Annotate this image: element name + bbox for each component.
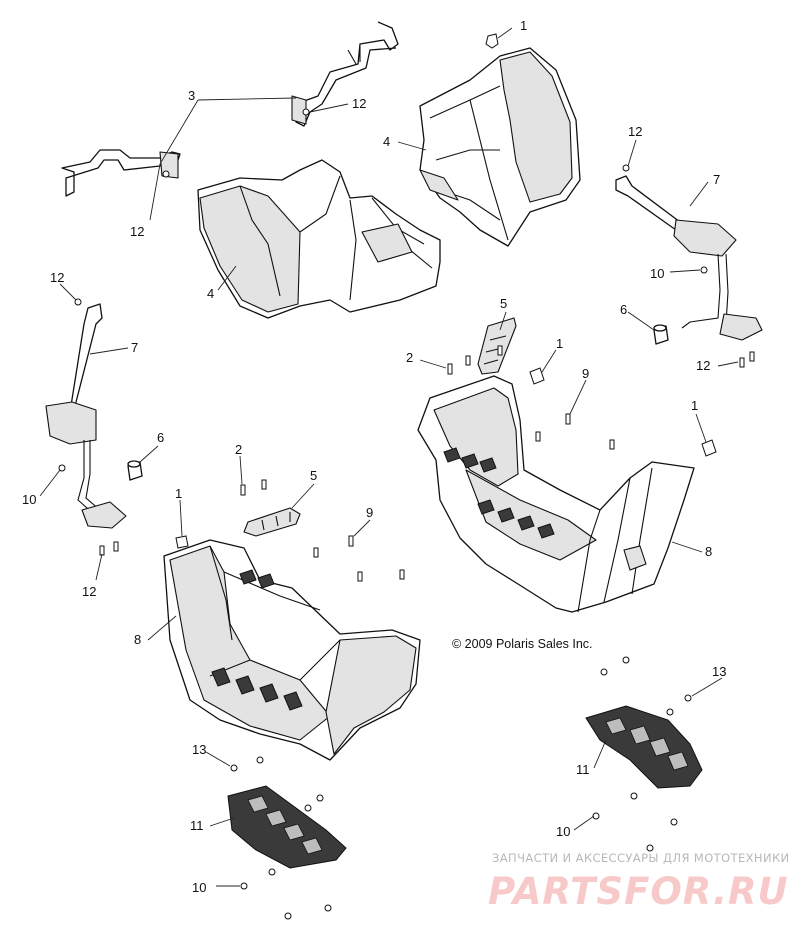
callout-2-lower: 2 xyxy=(235,442,242,457)
callout-5-upper: 5 xyxy=(500,296,507,311)
bolt-b xyxy=(609,439,615,450)
footplate-left xyxy=(227,785,347,869)
bushing-right xyxy=(653,324,669,345)
callout-7-left: 7 xyxy=(131,340,138,355)
bolt-12-right-low xyxy=(739,357,745,368)
clip-1-left xyxy=(175,535,189,549)
leader-lines xyxy=(39,27,739,887)
floorboard-right xyxy=(417,375,695,613)
callout-6-left: 6 xyxy=(157,430,164,445)
callout-12-left-top: 12 xyxy=(50,270,64,285)
clip-1-right xyxy=(701,439,717,457)
copyright-notice: © 2009 Polaris Sales Inc. xyxy=(452,637,593,651)
watermark-logo: PARTSFOR.RU xyxy=(488,870,789,913)
callout-12-bracket-a: 12 xyxy=(352,96,366,111)
nut-h xyxy=(230,764,238,772)
nut-k xyxy=(304,804,312,812)
callout-12-left-low: 12 xyxy=(82,584,96,599)
callout-4-right: 4 xyxy=(383,134,390,149)
nut-m xyxy=(324,904,332,912)
bushing-left xyxy=(127,460,143,481)
bolt-12-left-low xyxy=(99,545,105,556)
callout-10-left-lower: 10 xyxy=(192,880,206,895)
bolt-12-bracket-b xyxy=(162,170,170,178)
bolt-12-right-low2 xyxy=(749,351,755,362)
nut-10-left-lower xyxy=(240,882,248,890)
fasteners xyxy=(58,33,755,920)
nut-10-left xyxy=(58,464,66,472)
callout-10-right-upper: 10 xyxy=(650,266,664,281)
footrest-bar-right xyxy=(615,175,763,341)
callout-7-right: 7 xyxy=(713,172,720,187)
callout-9-lower: 9 xyxy=(366,505,373,520)
footrest-bar-left xyxy=(45,303,127,529)
floorboard-left xyxy=(163,539,421,761)
callout-10-right-lower: 10 xyxy=(556,824,570,839)
callout-3: 3 xyxy=(188,88,195,103)
nut-l xyxy=(268,868,276,876)
bolt-2-upper xyxy=(447,363,453,375)
nut-d xyxy=(666,708,674,716)
nut-i xyxy=(256,756,264,764)
bolt-2-lower xyxy=(240,484,246,496)
callout-8-left: 8 xyxy=(134,632,141,647)
bolt-g xyxy=(497,345,503,356)
bolt-12-bracket-a xyxy=(302,108,310,116)
footplate-right xyxy=(585,705,703,789)
callout-1-top: 1 xyxy=(520,18,527,33)
nut-10-right-upper xyxy=(700,266,708,274)
callout-12-bracket-b: 12 xyxy=(130,224,144,239)
nut-j xyxy=(316,794,324,802)
callout-1-mid: 1 xyxy=(556,336,563,351)
fender-front-left xyxy=(197,159,441,319)
callout-4-left: 4 xyxy=(207,286,214,301)
nut-b xyxy=(600,668,608,676)
footpeg-pad-lower xyxy=(243,507,301,537)
nut-f xyxy=(646,844,654,852)
nut-n xyxy=(284,912,292,920)
callout-11-left: 11 xyxy=(190,818,204,833)
bolt-e xyxy=(399,569,405,580)
watermark-tagline: ЗАПЧАСТИ И АКСЕССУАРЫ ДЛЯ МОТОТЕХНИКИ xyxy=(492,851,790,865)
footpeg-pad-upper xyxy=(477,317,517,375)
callout-13-left: 13 xyxy=(192,742,206,757)
callout-5-lower: 5 xyxy=(310,468,317,483)
callout-1-left: 1 xyxy=(175,486,182,501)
clip-1-mid xyxy=(529,367,545,385)
callout-10-left: 10 xyxy=(22,492,36,507)
callout-11-right: 11 xyxy=(576,762,590,777)
nut-g xyxy=(670,818,678,826)
clip-1-top xyxy=(485,33,499,49)
callout-1-right: 1 xyxy=(691,398,698,413)
bolt-h xyxy=(465,355,471,366)
callout-6-right: 6 xyxy=(620,302,627,317)
bracket-upper-right xyxy=(291,21,399,127)
bolt-9-lower xyxy=(348,535,354,547)
nut-e xyxy=(630,792,638,800)
callout-2-upper: 2 xyxy=(406,350,413,365)
nut-a xyxy=(622,656,630,664)
callout-9-upper: 9 xyxy=(582,366,589,381)
bolt-9-upper xyxy=(565,413,571,425)
bolt-12-left-top xyxy=(74,298,82,306)
fender-front-right xyxy=(419,47,581,247)
callout-13-right: 13 xyxy=(712,664,726,679)
callout-8-right: 8 xyxy=(705,544,712,559)
bolt-12-left-low2 xyxy=(113,541,119,552)
callout-12-right-low: 12 xyxy=(696,358,710,373)
callout-12-right-top: 12 xyxy=(628,124,642,139)
bolt-d xyxy=(357,571,363,582)
bolt-c xyxy=(313,547,319,558)
nut-c xyxy=(684,694,692,702)
bolt-a xyxy=(535,431,541,442)
bracket-upper-left xyxy=(61,149,181,197)
bolt-f xyxy=(261,479,267,490)
bolt-12-right-top xyxy=(622,164,630,172)
nut-10-right-lower xyxy=(592,812,600,820)
